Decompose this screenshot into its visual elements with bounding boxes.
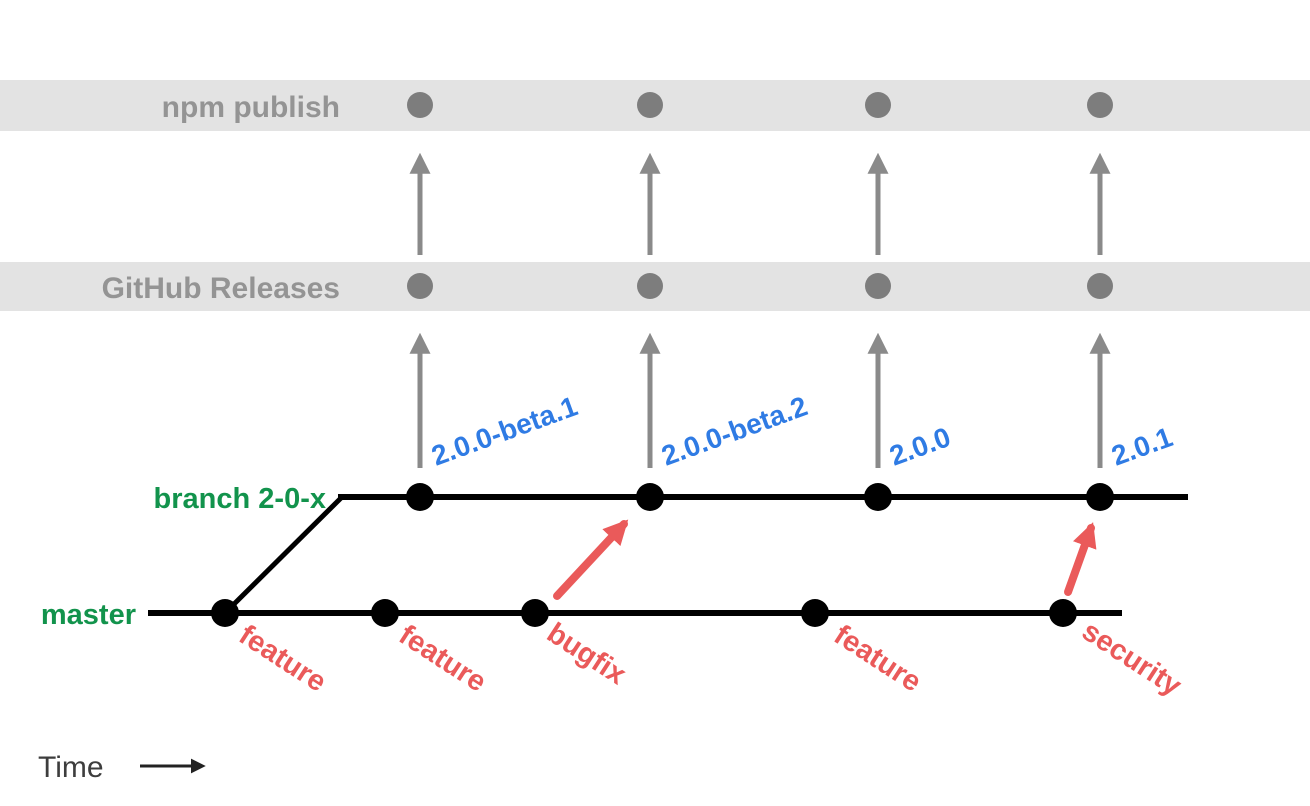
github-node-2: [637, 273, 663, 299]
version-tag-4: 2.0.1: [1107, 421, 1176, 471]
version-tag-1: 2.0.0-beta.1: [427, 390, 581, 471]
cherry-pick-arrow-icon-1: [553, 519, 629, 600]
master-commit-3: [521, 599, 549, 627]
release-commit-2: [636, 483, 664, 511]
commit-label-3: bugfix: [541, 617, 631, 691]
npm-publish-label: npm publish: [162, 91, 340, 124]
github-node-3: [865, 273, 891, 299]
master-branch-label: master: [41, 599, 136, 631]
npm-node-2: [637, 92, 663, 118]
npm-node-3: [865, 92, 891, 118]
release-commit-3: [864, 483, 892, 511]
commit-label-4: feature: [828, 619, 927, 699]
time-axis-label: Time: [38, 751, 104, 784]
commit-label-1: feature: [233, 619, 332, 699]
release-commit-4: [1086, 483, 1114, 511]
github-node-1: [407, 273, 433, 299]
branch-fork-line: [223, 495, 344, 615]
npm-node-1: [407, 92, 433, 118]
commit-label-2: feature: [393, 619, 492, 699]
master-commit-1: [211, 599, 239, 627]
release-commit-1: [406, 483, 434, 511]
github-node-4: [1087, 273, 1113, 299]
version-tag-3: 2.0.0: [885, 421, 954, 471]
master-commit-2: [371, 599, 399, 627]
master-commit-4: [801, 599, 829, 627]
cherry-pick-arrow-icon-2: [1064, 522, 1097, 596]
github-releases-label: GitHub Releases: [102, 272, 340, 305]
npm-node-4: [1087, 92, 1113, 118]
commit-label-5: security: [1076, 615, 1187, 702]
master-commit-5: [1049, 599, 1077, 627]
release-branch-label: branch 2-0-x: [154, 483, 326, 515]
version-tag-2: 2.0.0-beta.2: [657, 390, 811, 471]
